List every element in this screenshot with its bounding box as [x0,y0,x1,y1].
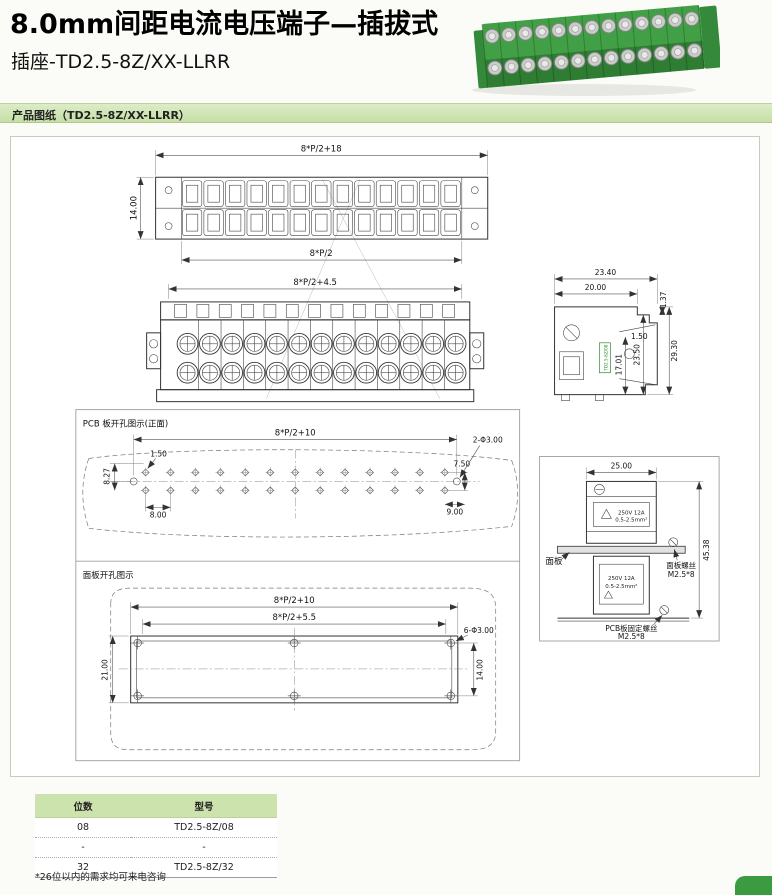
dim-side-137: 1.37 [659,291,668,308]
warning-triangle-icon [603,590,613,599]
table-row: - - [35,837,277,858]
table-row: 32 TD2.5-8Z/32 [35,857,277,878]
panel-screw-label: 面板螺丝 [666,560,696,570]
dim-top-height: 14.00 [129,196,139,220]
page-title: 8.0mm间距电流电压端子—插拔式 [10,9,439,40]
col-header-model: 型号 [131,794,277,818]
section-title: 产品图纸（TD2.5-8Z/XX-LLRR） [12,109,190,122]
dim-pcb-width: 8*P/2+10 [275,428,316,438]
pcb-view-title: PCB 板开孔图示(正面) [83,419,168,429]
panel-holes-note: 6-Φ3.00 [464,626,494,635]
page-subtitle: 插座-TD2.5-8Z/XX-LLRR [11,51,231,73]
product-photo [466,2,720,104]
dim-pcb-offset: 1.50 [150,449,167,458]
dim-top-pitch: 8*P/2 [310,248,333,258]
side-view: 23.40 20.00 TD2.5-8Z/08 1.37 1.50 [554,268,679,401]
pcb-screw-label: PCB板固定螺丝 [605,623,658,633]
rating-top-2: 0.5-2.5mm² [615,516,647,523]
warning-triangle-icon [600,508,612,519]
dim-detail-width: 25.00 [611,461,633,470]
pcb-holes-note: 2-Φ3.00 [473,436,503,445]
col-header-positions: 位数 [35,794,131,818]
dim-pcb-pitch: 8.00 [150,510,167,519]
section-view: 25.00 250V 12A 0.5-2.5mm² 面板 面板螺丝 M2.5*8 [539,456,720,642]
drawing-panel: 8*P/2+18 14.00 [10,136,760,777]
dim-top-width: 8*P/2+18 [301,143,342,153]
side-part-label: TD2.5-8Z/08 [603,344,608,371]
cell-positions: 32 [35,857,131,878]
rating-top-1: 250V 12A [618,510,645,516]
side-part-label-box [599,342,611,374]
dim-pcb-edge-right: 9.00 [446,507,463,516]
terminal-block-render [473,4,720,89]
dim-panel-outer: 8*P/2+10 [274,595,315,605]
dim-detail-height: 45.38 [702,539,711,561]
top-view: 8*P/2+18 14.00 [129,143,489,265]
front-view: 8*P/2+4.5 [146,277,485,403]
dim-pcb-edge-left: 8.27 [103,468,112,485]
model-table: 位数 型号 08 TD2.5-8Z/08 - - 32 TD2.5-8Z/32 [35,794,277,878]
dim-side-2000: 20.00 [585,283,607,292]
dim-side-150: 1.50 [631,332,648,341]
table-row: 08 TD2.5-8Z/08 [35,817,277,838]
panel-screw-spec: M2.5*8 [668,570,695,579]
hole-views-frame [75,409,521,762]
dim-side-2340: 23.40 [595,268,617,277]
pcb-hole-view: PCB 板开孔图示(正面) 8*P/2+10 [82,419,518,538]
panel-hole-view: 面板开孔图示 8*P/2+10 8*P/2+5.5 6-Φ3.00 [83,570,497,751]
brand-mark [735,876,772,895]
footnote: *26位以内的需求均可来电咨询 [35,872,166,883]
rating-bottom-2: 0.5-2.5mm² [605,583,637,590]
cell-model: TD2.5-8Z/32 [131,857,277,878]
table-header-row: 位数 型号 [35,794,277,818]
photo-shadow [472,84,696,96]
dim-panel-height-inner: 14.00 [476,659,485,681]
cell-model: - [131,837,277,858]
pcb-screw-spec: M2.5*8 [618,632,645,641]
dim-side-1701: 17.01 [614,354,623,376]
cell-model: TD2.5-8Z/08 [131,817,277,838]
rating-bottom-1: 250V 12A [608,576,635,582]
panel-view-title: 面板开孔图示 [83,570,134,580]
panel-plate-label: 面板 [546,556,563,566]
dim-pcb-rowgap: 7.50 [453,459,470,468]
cell-positions: 08 [35,817,131,838]
dim-side-2930: 29.30 [670,340,679,362]
dim-side-2350: 23.50 [632,344,641,366]
dim-panel-inner: 8*P/2+5.5 [272,612,316,622]
panel-plate [557,545,686,554]
dim-panel-height-outer: 21.00 [101,659,110,681]
cell-positions: - [35,837,131,858]
dim-front-width: 8*P/2+4.5 [293,277,337,287]
section-header-bar: 产品图纸（TD2.5-8Z/XX-LLRR） [0,103,772,123]
